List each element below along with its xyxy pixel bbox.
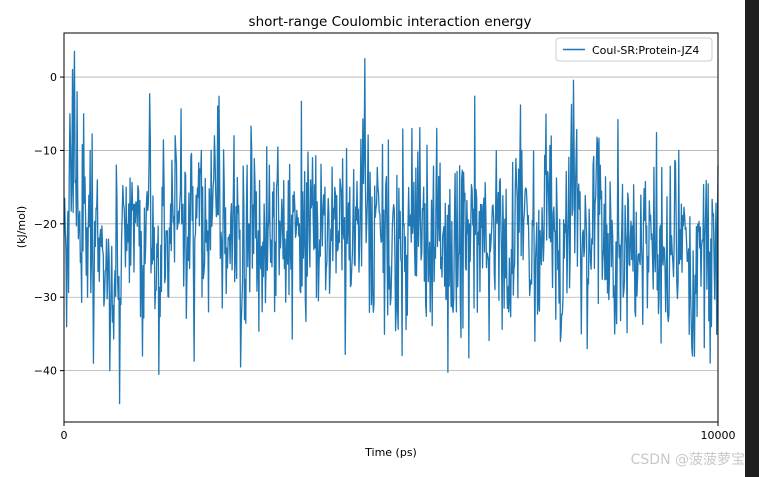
x-axis-ticks: 0 10000	[61, 422, 736, 442]
y-tick-label: −30	[34, 291, 57, 304]
legend-box	[555, 37, 713, 62]
plot-frame	[63, 32, 719, 423]
x-axis-label: Time (ps)	[364, 446, 417, 459]
legend-label-coul-sr: Coul-SR:Protein-JZ4	[592, 44, 699, 57]
series-line-coul-sr-protein-jz4	[63, 50, 719, 405]
series-layer	[63, 50, 719, 405]
y-tick-label: −20	[34, 218, 57, 231]
y-axis-label: (kJ/mol)	[15, 206, 28, 248]
chart-title: short-range Coulombic interaction energy	[249, 14, 532, 30]
y-tick-label: −40	[34, 365, 57, 378]
legend: Coul-SR:Protein-JZ4	[555, 37, 713, 62]
watermark: CSDN @菠菠萝宝	[630, 452, 745, 468]
y-tick-label: −10	[34, 144, 57, 157]
x-tick-label: 10000	[701, 429, 736, 442]
x-tick-label: 0	[61, 429, 68, 442]
y-axis-ticks: 0 −10 −20 −30 −40	[34, 71, 64, 378]
y-tick-label: 0	[50, 71, 57, 84]
